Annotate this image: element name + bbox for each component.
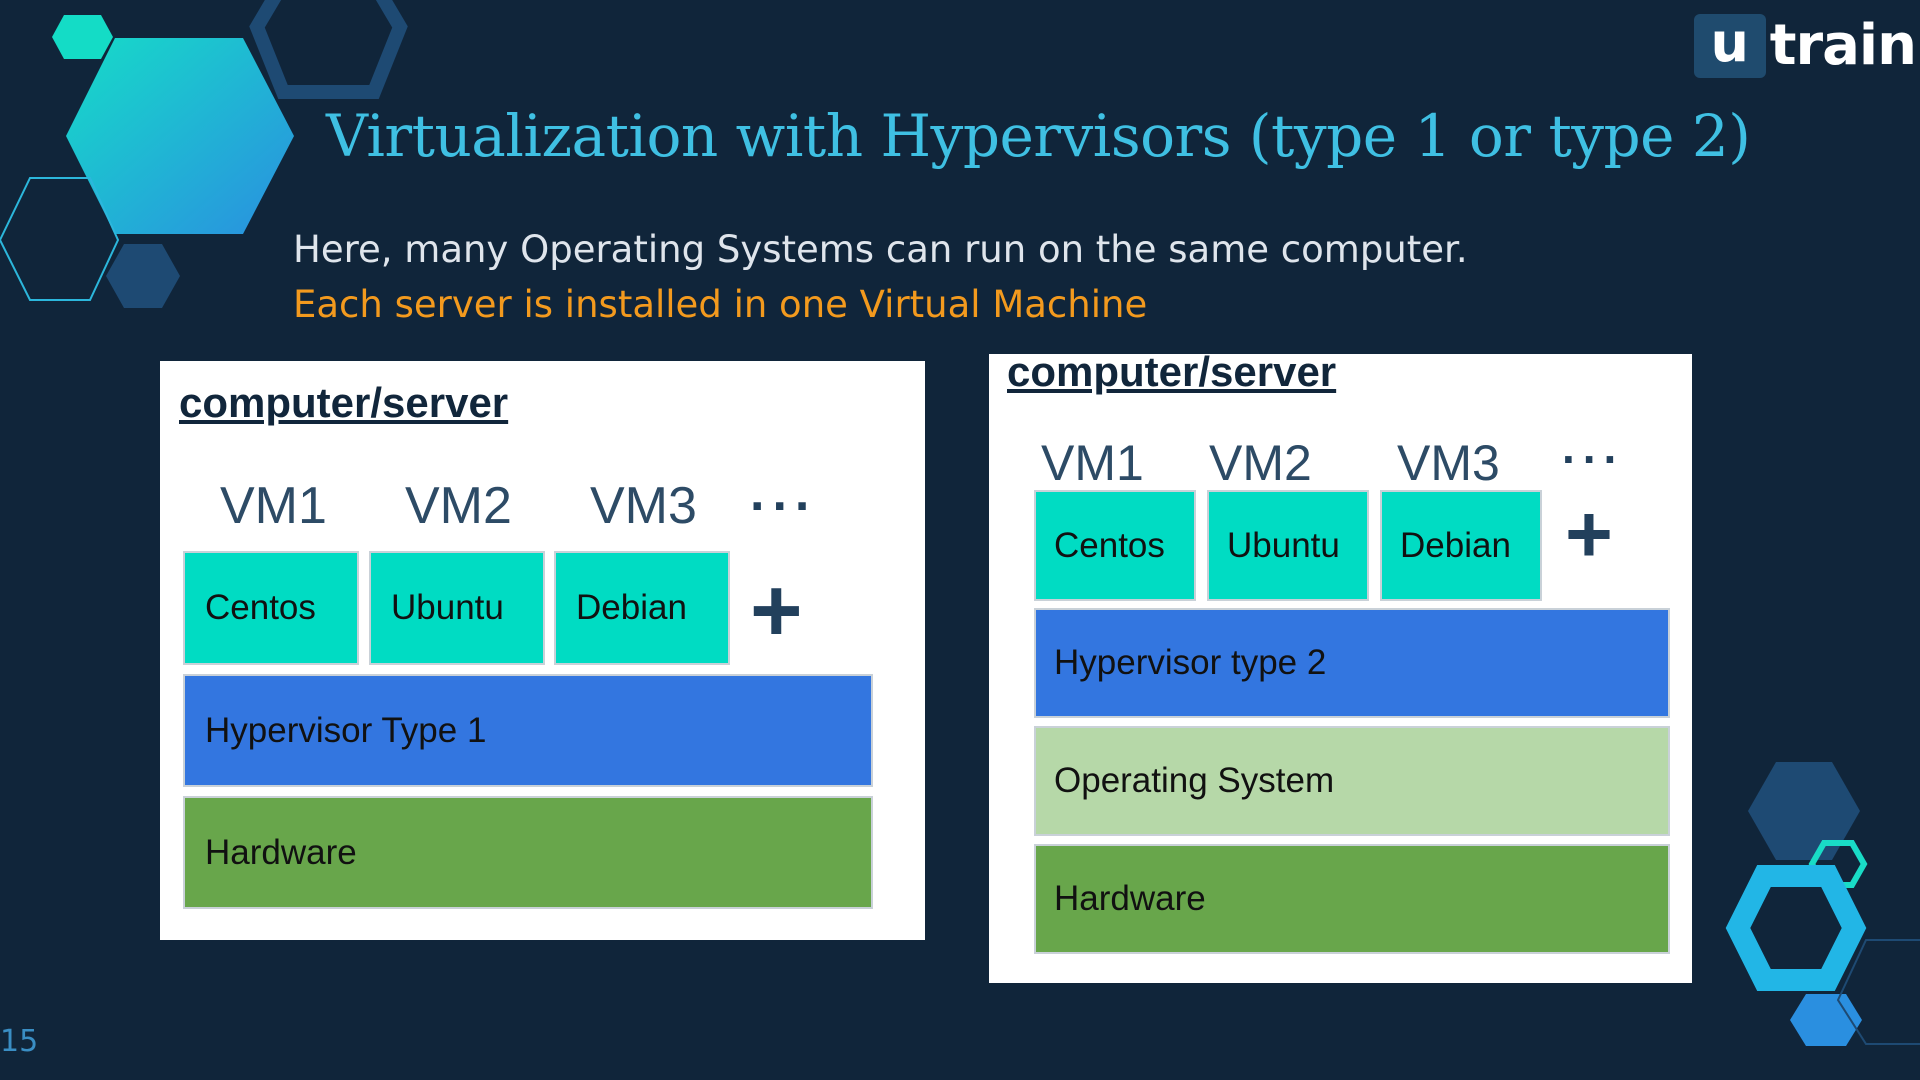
- vm3-label: VM3: [590, 477, 697, 535]
- logo-mark: u: [1693, 14, 1766, 78]
- diagram-hypervisor-type-1: computer/server VM1 VM2 VM3 ... Centos U…: [160, 361, 925, 940]
- vm2-label: VM2: [405, 477, 512, 535]
- hardware-layer: Hardware: [183, 796, 873, 909]
- vm2-os-ubuntu: Ubuntu: [1207, 490, 1369, 601]
- subtitle-line-2: Each server is installed in one Virtual …: [293, 283, 1148, 326]
- plus-icon: +: [750, 561, 803, 661]
- utrain-logo: u train: [1693, 13, 1917, 78]
- vm3-label: VM3: [1397, 435, 1500, 491]
- hardware-layer: Hardware: [1034, 844, 1670, 954]
- computer-server-heading: computer/server: [179, 379, 509, 426]
- plus-icon: +: [1565, 489, 1613, 580]
- vm1-os-centos: Centos: [1034, 490, 1196, 601]
- page-number: 15: [0, 1024, 39, 1059]
- vm2-label: VM2: [1209, 435, 1312, 491]
- diagram-hypervisor-type-2: computer/server VM1 VM2 VM3 ... Centos U…: [989, 348, 1692, 983]
- vm3-os-debian: Debian: [1380, 490, 1542, 601]
- vm1-os-centos: Centos: [183, 551, 359, 665]
- vm3-os-debian: Debian: [554, 551, 730, 665]
- hexagon-cluster-bottom-right: [1725, 762, 1920, 1046]
- vm1-label: VM1: [1041, 435, 1144, 491]
- subtitle-line-1: Here, many Operating Systems can run on …: [293, 228, 1468, 271]
- logo-text: train: [1769, 13, 1917, 78]
- more-vms-ellipsis: ...: [1562, 421, 1625, 473]
- hypervisor-type-1-layer: Hypervisor Type 1: [183, 674, 873, 787]
- more-vms-ellipsis: ...: [750, 464, 818, 522]
- slide-title: Virtualization with Hypervisors (type 1 …: [326, 102, 1751, 170]
- vm2-os-ubuntu: Ubuntu: [369, 551, 545, 665]
- vm1-label: VM1: [220, 477, 327, 535]
- hypervisor-type-2-layer: Hypervisor type 2: [1034, 608, 1670, 718]
- host-operating-system-layer: Operating System: [1034, 726, 1670, 836]
- computer-server-heading: computer/server: [1007, 348, 1337, 395]
